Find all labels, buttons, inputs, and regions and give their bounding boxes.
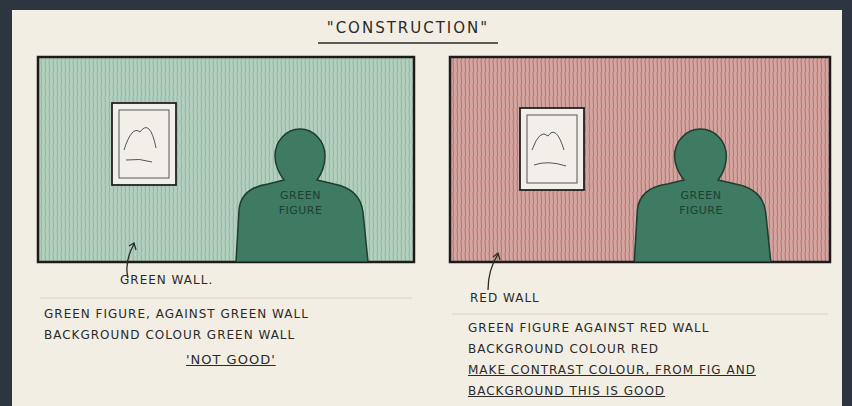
figure-label: GREEN FIGURE <box>669 188 733 218</box>
note-text: GREEN FIGURE AGAINST RED WALL BACKGROUND… <box>468 318 768 360</box>
wall-label: GREEN WALL. <box>120 270 240 290</box>
leader-arrowhead <box>493 253 500 260</box>
title-underline <box>318 42 498 44</box>
picture-frame <box>112 103 176 185</box>
leader-line <box>127 244 134 278</box>
leader-line <box>488 254 498 290</box>
green-wall-panel <box>38 57 414 262</box>
guide-line <box>40 298 412 299</box>
leader-arrowhead <box>129 243 136 250</box>
picture-sketch <box>124 128 156 162</box>
picture-frame <box>520 108 584 190</box>
verdict-text: 'NOT GOOD' <box>186 350 306 370</box>
note-text: MAKE CONTRAST COLOUR, FROM FIG AND BACKG… <box>468 360 768 402</box>
picture-inner <box>527 115 577 183</box>
figure-outline <box>634 129 771 262</box>
figure-label: GREEN FIGURE <box>269 188 333 218</box>
picture-sketch <box>532 132 566 166</box>
red-wall-panel <box>450 57 830 262</box>
figure-silhouette: GREEN FIGURE <box>228 128 373 262</box>
note-text: GREEN FIGURE, AGAINST GREEN WALL BACKGRO… <box>44 304 374 346</box>
wall-label: RED WALL <box>470 288 590 308</box>
guide-line <box>452 314 828 315</box>
title: "CONSTRUCTION" <box>310 18 506 38</box>
figure-silhouette: GREEN FIGURE <box>626 128 776 262</box>
picture-inner <box>119 110 169 178</box>
figure-outline <box>236 129 368 262</box>
